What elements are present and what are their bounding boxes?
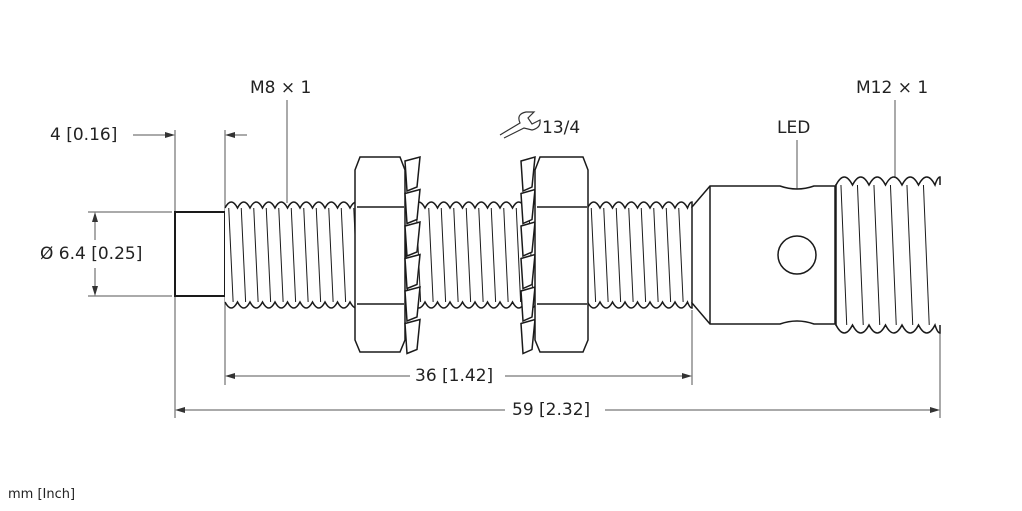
led-label: LED	[777, 118, 811, 138]
wrench-icon	[499, 111, 541, 139]
lock-washer-right	[520, 155, 536, 355]
dimension-arrows	[92, 132, 940, 413]
m8-thread-label: M8 × 1	[250, 78, 312, 98]
led-window	[777, 235, 817, 275]
tip-length-label: 4 [0.16]	[50, 125, 118, 145]
thread-length-label: 36 [1.42]	[415, 366, 494, 386]
dimension-lines	[88, 100, 941, 418]
units-note: mm [Inch]	[8, 487, 76, 502]
hex-nut-right	[534, 156, 589, 353]
sensor-tip	[174, 211, 226, 297]
diameter-label: Ø 6.4 [0.25]	[40, 244, 143, 264]
sensor-housing	[691, 185, 836, 325]
m12-thread-label: M12 × 1	[856, 78, 929, 98]
wrench-size-label: 13/4	[542, 118, 581, 138]
m12-thread	[835, 176, 941, 334]
hex-nut-left	[354, 156, 406, 353]
m8-thread	[224, 201, 693, 309]
lock-washer-left	[404, 155, 421, 355]
sensor-body	[174, 155, 941, 355]
total-length-label: 59 [2.32]	[512, 400, 591, 420]
